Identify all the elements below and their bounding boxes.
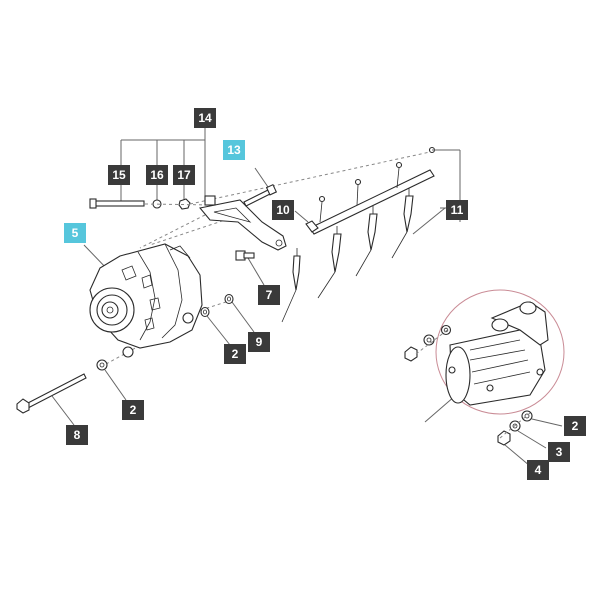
callout-2-starter[interactable]: 2: [564, 416, 586, 436]
glow-plug-connector-10: [294, 169, 435, 235]
callout-17[interactable]: 17: [173, 165, 195, 185]
starter-motor: [424, 289, 565, 423]
alternator-5: [83, 243, 203, 358]
long-bolt-8: [16, 373, 87, 426]
callout-10[interactable]: 10: [272, 200, 294, 220]
washer-2-lower: [96, 359, 127, 401]
starter-washer-2: [521, 410, 563, 427]
nut-17: [178, 198, 191, 210]
bolt-7: [235, 250, 265, 286]
callout-7[interactable]: 7: [258, 285, 280, 305]
starter-nut-4: [497, 430, 531, 467]
bolt-13: [243, 167, 278, 207]
starter-washer-upper-b: [440, 324, 452, 336]
callout-13[interactable]: 13: [223, 140, 245, 160]
callout-11[interactable]: 11: [446, 200, 468, 220]
adjusting-bracket-14: [198, 195, 287, 251]
callout-16[interactable]: 16: [146, 165, 168, 185]
callout-4[interactable]: 4: [527, 460, 549, 480]
glow-plug-nuts: [318, 146, 436, 223]
callout-5[interactable]: 5: [64, 223, 86, 243]
callout-8[interactable]: 8: [66, 425, 88, 445]
callout-14[interactable]: 14: [194, 108, 216, 128]
callout-2-lower[interactable]: 2: [122, 400, 144, 420]
glow-plug-11-a: [281, 248, 301, 323]
bracket-14-leaders: [120, 128, 206, 202]
starter-nut-upper: [404, 346, 418, 362]
glow-plug-11-b: [317, 226, 342, 299]
callout-15[interactable]: 15: [108, 165, 130, 185]
glow-plug-11-c: [355, 206, 378, 277]
glow-plug-11-d: [391, 188, 414, 259]
long-bolt-15: [89, 198, 145, 209]
washer-9: [224, 293, 255, 333]
washer-2-upper: [200, 306, 231, 346]
callout-3[interactable]: 3: [548, 442, 570, 462]
callout-2-upper[interactable]: 2: [224, 344, 246, 364]
starter-washer-upper-a: [423, 334, 435, 346]
callout-9[interactable]: 9: [248, 332, 270, 352]
glow-plug-11-leaders: [412, 149, 461, 235]
